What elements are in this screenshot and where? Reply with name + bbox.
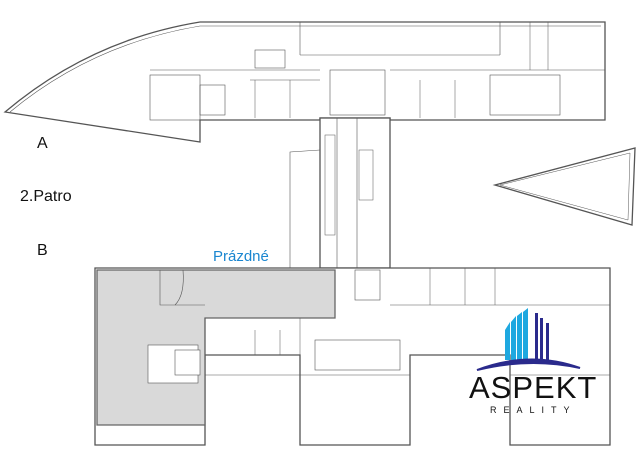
vacancy-label: Prázdné — [213, 248, 269, 265]
central-connector — [319, 117, 391, 269]
logo-name: ASPEKT — [469, 370, 598, 405]
logo-subtitle: REALITY — [490, 405, 577, 415]
wing-b-label: B — [37, 242, 48, 259]
wing-triangle — [492, 147, 636, 226]
aspekt-logo-mark — [476, 308, 581, 371]
wing-a-label: A — [37, 135, 48, 152]
floor-label: 2.Patro — [20, 188, 72, 205]
wing-a-outline — [3, 21, 606, 143]
